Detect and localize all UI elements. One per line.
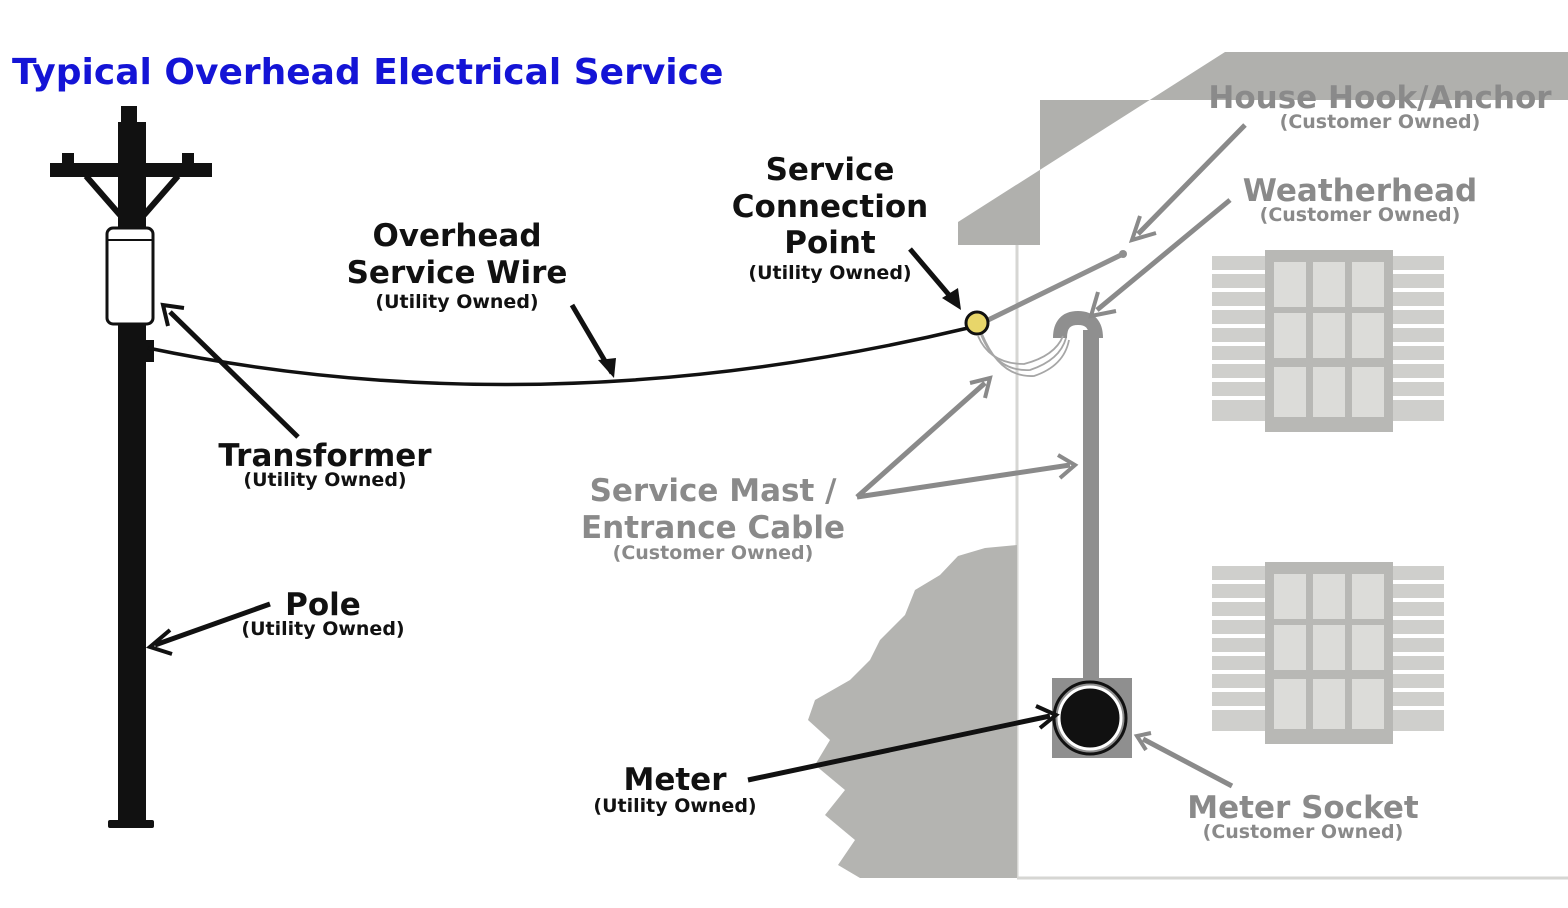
window-upper bbox=[1212, 250, 1444, 432]
meter-owner: (Utility Owned) bbox=[593, 794, 757, 817]
meter-socket bbox=[1052, 678, 1132, 758]
diagram-title: Typical Overhead Electrical Service bbox=[12, 52, 724, 93]
label-pole: Pole (Utility Owned) bbox=[218, 587, 428, 640]
label-overhead-wire: Overhead Service Wire (Utility Owned) bbox=[337, 218, 577, 314]
arrow-service-connection bbox=[908, 247, 957, 304]
service-connection-line3: Point bbox=[784, 225, 876, 262]
transformer bbox=[105, 226, 155, 326]
arrow-mast-pipe bbox=[856, 462, 1071, 500]
arrow-meter bbox=[747, 713, 1051, 783]
label-meter: Meter (Utility Owned) bbox=[570, 762, 780, 817]
label-service-mast: Service Mast / Entrance Cable (Customer … bbox=[572, 473, 854, 565]
transformer-owner: (Utility Owned) bbox=[243, 468, 407, 491]
overhead-wire-line2: Service Wire bbox=[346, 254, 568, 291]
arrow-meter-socket bbox=[1141, 736, 1234, 789]
service-connection-line2: Connection bbox=[731, 188, 929, 225]
shrub bbox=[808, 545, 1017, 878]
meter-socket-name: Meter Socket bbox=[1187, 790, 1419, 826]
drop-conductors bbox=[977, 331, 1070, 377]
label-house-hook: House Hook/Anchor (Customer Owned) bbox=[1205, 80, 1555, 133]
pointer-arrows bbox=[145, 123, 1247, 789]
roof bbox=[958, 52, 1568, 245]
arrow-transformer bbox=[168, 310, 300, 439]
arrow-mast-drop bbox=[855, 381, 987, 499]
meter-socket-owner: (Customer Owned) bbox=[1202, 820, 1404, 843]
label-weatherhead: Weatherhead (Customer Owned) bbox=[1230, 173, 1490, 226]
meter-name: Meter bbox=[623, 762, 727, 798]
weatherhead-owner: (Customer Owned) bbox=[1259, 203, 1461, 226]
house-hook-wire bbox=[982, 251, 1125, 325]
weatherhead-name: Weatherhead bbox=[1242, 173, 1478, 209]
service-mast-owner: (Customer Owned) bbox=[612, 542, 814, 565]
transformer-name: Transformer bbox=[218, 438, 432, 474]
utility-pole bbox=[50, 106, 212, 828]
service-mast-line2: Entrance Cable bbox=[580, 509, 846, 546]
house-hook-owner: (Customer Owned) bbox=[1279, 110, 1481, 133]
service-connection-line1: Service bbox=[765, 152, 895, 188]
house-hook-name: House Hook/Anchor bbox=[1208, 80, 1552, 116]
pole-name: Pole bbox=[285, 587, 361, 623]
meter bbox=[1057, 685, 1123, 751]
label-service-connection: Service Connection Point (Utility Owned) bbox=[710, 152, 950, 284]
service-mast-line1: Service Mast / bbox=[589, 473, 837, 509]
house-hook bbox=[1119, 250, 1127, 258]
service-connection-owner: (Utility Owned) bbox=[748, 261, 912, 284]
overhead-service-wire bbox=[147, 326, 969, 387]
overhead-wire-line1: Overhead bbox=[372, 218, 542, 254]
arrow-house-hook bbox=[1136, 123, 1247, 236]
window-lower bbox=[1212, 562, 1444, 744]
pole-owner: (Utility Owned) bbox=[241, 617, 405, 640]
service-connection-point bbox=[964, 310, 990, 336]
house bbox=[808, 52, 1568, 880]
arrow-weatherhead bbox=[1095, 198, 1232, 312]
label-transformer: Transformer (Utility Owned) bbox=[205, 438, 445, 491]
overhead-wire-owner: (Utility Owned) bbox=[375, 291, 539, 314]
label-meter-socket: Meter Socket (Customer Owned) bbox=[1165, 790, 1441, 843]
arrow-pole bbox=[154, 601, 271, 648]
service-mast bbox=[1053, 310, 1103, 680]
